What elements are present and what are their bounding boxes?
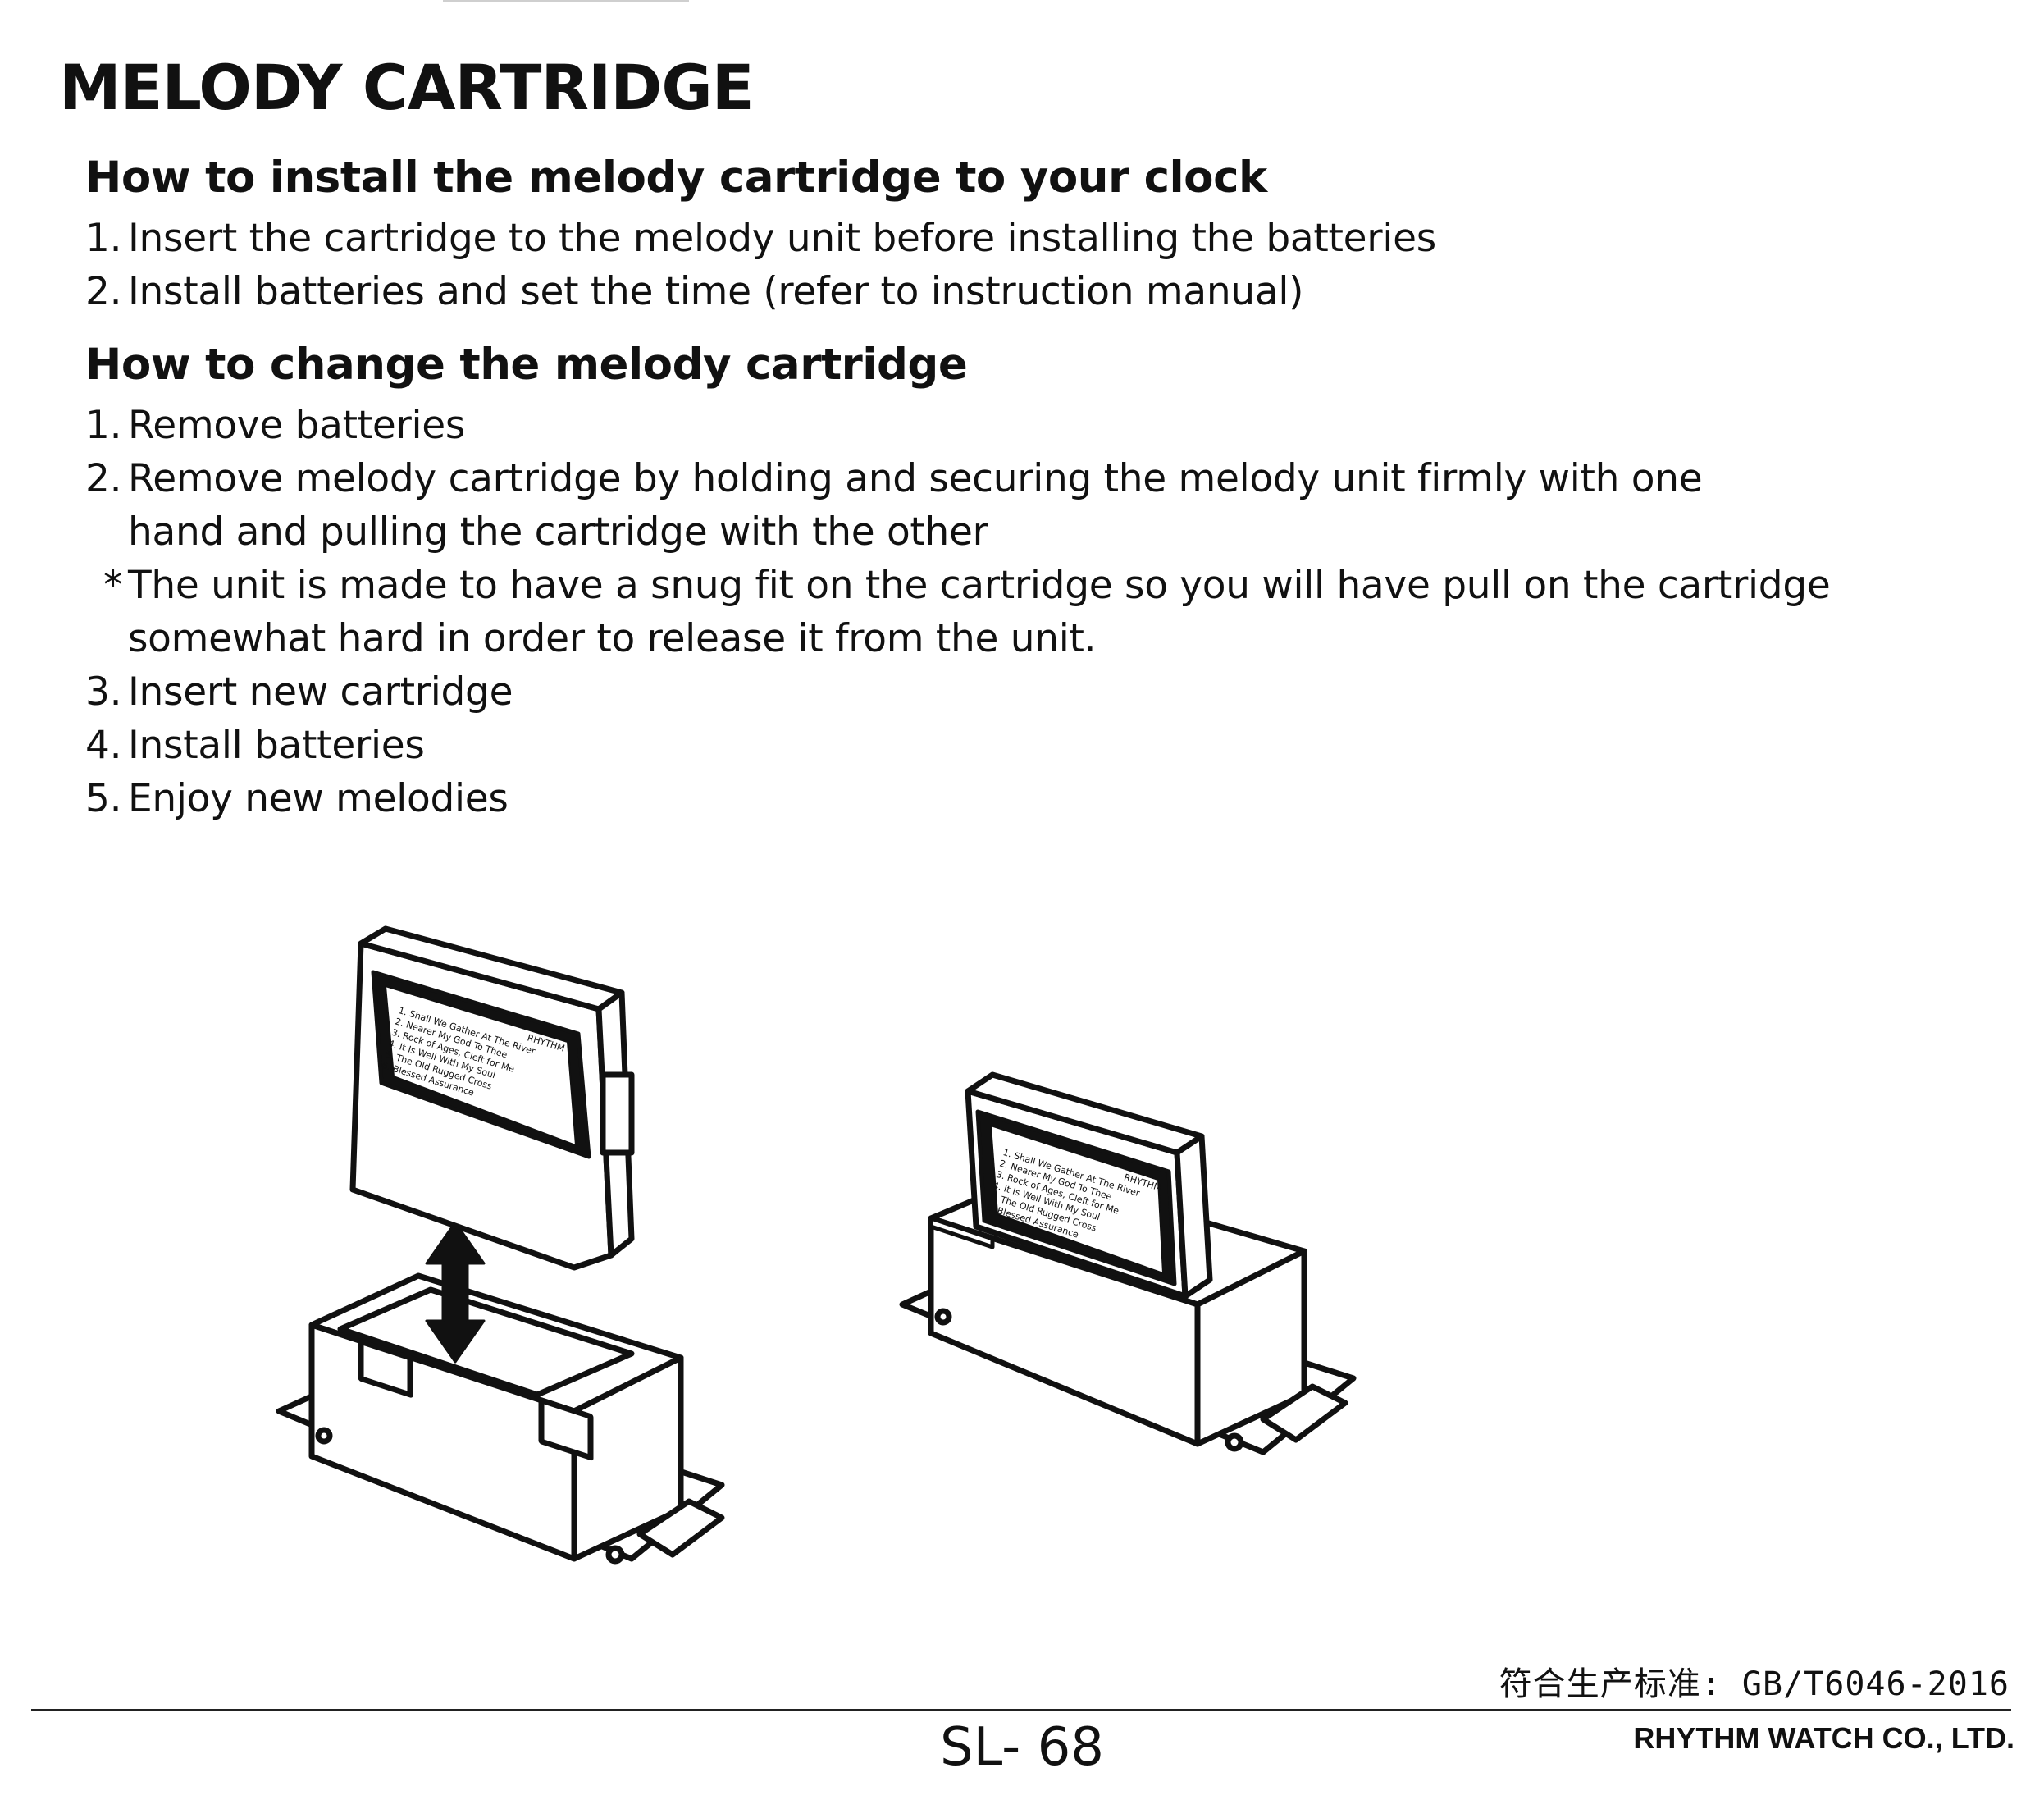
unit-screw-hole xyxy=(605,1545,625,1565)
list-item-note: *The unit is made to have a snug fit on … xyxy=(103,563,1831,608)
list-item: hand and pulling the cartridge with the … xyxy=(128,509,988,555)
list-item: 1.Remove batteries xyxy=(85,403,466,448)
list-item: 4.Install batteries xyxy=(85,723,425,768)
top-edge-line xyxy=(443,0,689,2)
cartridge-grip xyxy=(600,1071,635,1156)
list-item: somewhat hard in order to release it fro… xyxy=(128,616,1097,661)
unit-connector-right xyxy=(538,1397,594,1461)
page-title: MELODY CARTRIDGE xyxy=(59,51,755,124)
list-item: 1.Insert the cartridge to the melody uni… xyxy=(85,216,1436,261)
unit-mounting-tab xyxy=(636,1498,725,1558)
cartridge-removal-illustration: RHYTHM 1. Shall We Gather At The River 2… xyxy=(276,925,725,1565)
cartridge-installed-illustration: RHYTHM 1. Shall We Gather At The River 2… xyxy=(899,1071,1357,1455)
company-name: RHYTHM WATCH CO., LTD. xyxy=(1633,1721,2014,1755)
change-heading: How to change the melody cartridge xyxy=(85,340,968,390)
install-heading: How to install the melody cartridge to y… xyxy=(85,153,1267,203)
double-arrow-icon xyxy=(425,1221,486,1364)
install-steps: 1.Insert the cartridge to the melody uni… xyxy=(85,212,1436,318)
unit-connector-left xyxy=(358,1338,413,1398)
list-item: 3.Insert new cartridge xyxy=(85,669,513,715)
list-item: 5.Enjoy new melodies xyxy=(85,776,509,821)
change-steps: 1.Remove batteries 2.Remove melody cartr… xyxy=(85,399,1831,825)
footer-divider xyxy=(31,1709,2011,1711)
change-section: How to change the melody cartridge 1.Rem… xyxy=(85,335,1831,825)
unit-screw-hole xyxy=(934,1308,952,1326)
install-section: How to install the melody cartridge to y… xyxy=(85,148,1436,318)
unit-mounting-tab xyxy=(1260,1383,1348,1443)
list-item: 2.Install batteries and set the time (re… xyxy=(85,269,1304,314)
unit-screw-hole xyxy=(315,1427,333,1445)
list-item: 2.Remove melody cartridge by holding and… xyxy=(85,456,1703,501)
unit-cavity xyxy=(337,1286,635,1398)
unit-slot-lip xyxy=(928,1216,995,1249)
standard-number: 符合生产标准: GB/T6046-2016 xyxy=(1499,1665,2010,1703)
cartridge-side xyxy=(1174,1133,1213,1300)
cartridge-label-inner xyxy=(990,1125,1164,1274)
unit-screw-hole xyxy=(1225,1432,1244,1452)
model-number: SL- 68 xyxy=(939,1717,1105,1778)
cartridge-label-inner xyxy=(385,985,577,1146)
